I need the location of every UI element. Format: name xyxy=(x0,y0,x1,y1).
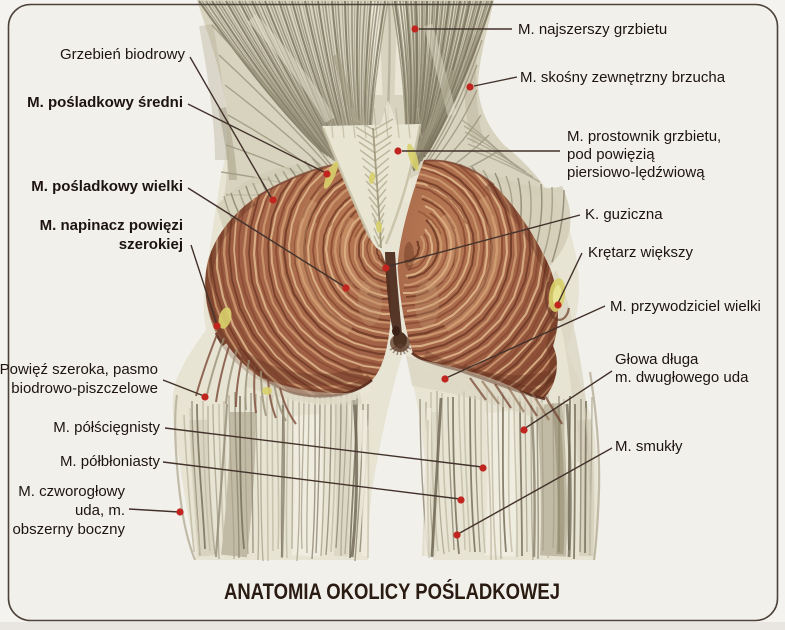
svg-text:M. pośladkowy wielki: M. pośladkowy wielki xyxy=(31,178,183,195)
svg-text:Grzebień biodrowy: Grzebień biodrowy xyxy=(60,46,186,63)
svg-text:szerokiej: szerokiej xyxy=(119,236,183,253)
svg-text:m. dwugłowego uda: m. dwugłowego uda xyxy=(615,369,749,386)
svg-text:M. półbłoniasty: M. półbłoniasty xyxy=(60,453,161,470)
svg-text:M. skośny zewnętrzny brzucha: M. skośny zewnętrzny brzucha xyxy=(520,69,726,86)
svg-text:Krętarz większy: Krętarz większy xyxy=(588,244,694,261)
svg-text:biodrowo-piszczelowe: biodrowo-piszczelowe xyxy=(11,380,158,397)
svg-text:M. pośladkowy średni: M. pośladkowy średni xyxy=(27,94,183,111)
svg-text:M. smukły: M. smukły xyxy=(615,438,683,455)
svg-text:Głowa długa: Głowa długa xyxy=(615,351,699,368)
svg-text:M. półścięgnisty: M. półścięgnisty xyxy=(53,419,160,436)
svg-text:obszerny boczny: obszerny boczny xyxy=(12,521,125,538)
svg-text:pod powięzią: pod powięzią xyxy=(567,146,655,163)
svg-text:piersiowo-lędźwiową: piersiowo-lędźwiową xyxy=(567,164,705,181)
svg-text:Powięź szeroka, pasmo: Powięź szeroka, pasmo xyxy=(0,361,158,378)
svg-text:M. napinacz powięzi: M. napinacz powięzi xyxy=(40,217,183,234)
svg-text:M. prostownik grzbietu,: M. prostownik grzbietu, xyxy=(567,128,721,145)
svg-text:uda, m.: uda, m. xyxy=(75,502,125,519)
svg-text:M. przywodziciel wielki: M. przywodziciel wielki xyxy=(610,298,761,315)
svg-text:ANATOMIA OKOLICY POŚLADKOWEJ: ANATOMIA OKOLICY POŚLADKOWEJ xyxy=(224,579,560,604)
svg-text:M. najszerszy grzbietu: M. najszerszy grzbietu xyxy=(518,21,667,38)
svg-text:K. guziczna: K. guziczna xyxy=(585,206,663,223)
svg-text:M. czworogłowy: M. czworogłowy xyxy=(18,483,125,500)
